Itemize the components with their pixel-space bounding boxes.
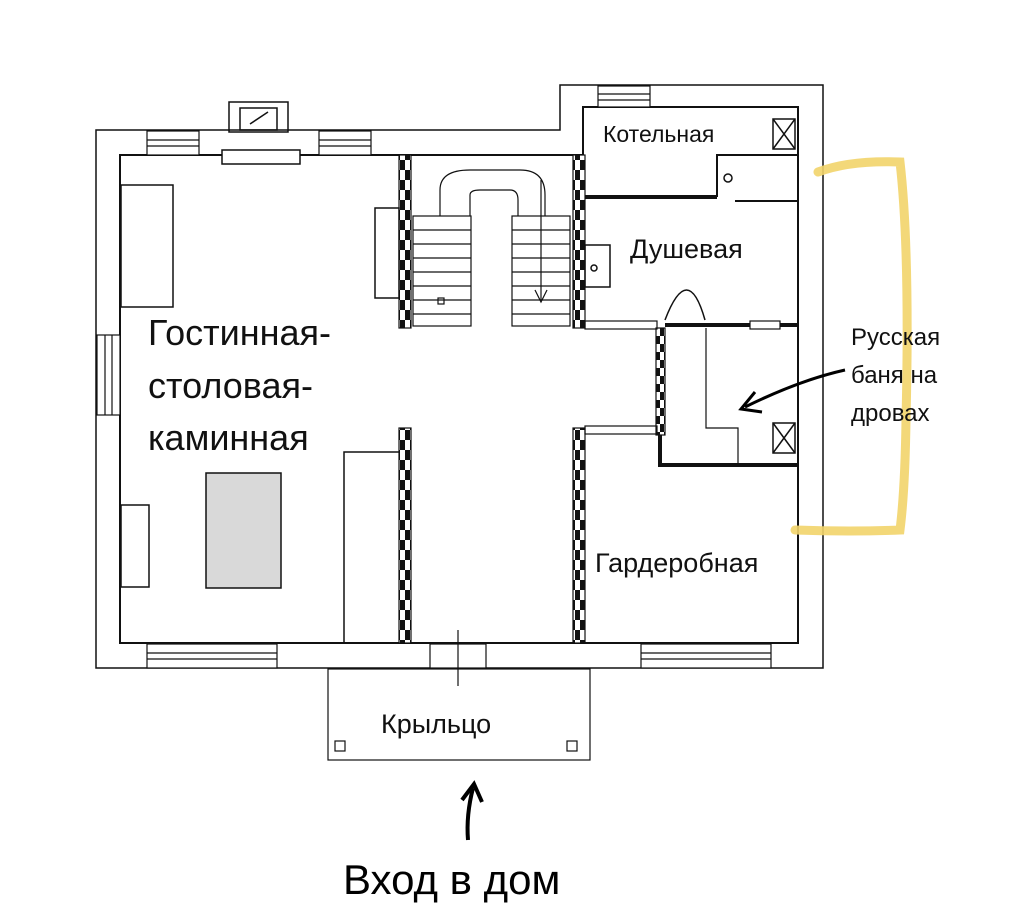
- window-left: [96, 334, 121, 416]
- living-furniture: [120, 184, 400, 643]
- sauna-note-line-1: Русская: [851, 324, 940, 351]
- staircase: [412, 169, 571, 327]
- sauna-arrow: [738, 368, 846, 414]
- sauna-highlight: [790, 157, 912, 536]
- interior-walls: [398, 154, 666, 644]
- boiler-room-label: Котельная: [603, 121, 714, 147]
- boiler-fixtures: [723, 118, 796, 183]
- front-door: [429, 630, 487, 686]
- shower-room-label: Душевая: [630, 234, 743, 264]
- sauna-note-line-2: баня на: [851, 362, 938, 389]
- window-top-1: [146, 130, 200, 156]
- living-room-label-line-2: столовая-: [148, 365, 313, 406]
- entrance-arrow: [460, 780, 484, 841]
- wardrobe-label: Гардеробная: [595, 548, 758, 578]
- living-room-label-line-3: каминная: [148, 417, 309, 458]
- window-bottom-2: [640, 643, 772, 669]
- entrance-label: Вход в дом: [343, 856, 560, 903]
- partitions: [584, 154, 798, 467]
- living-room-label-line-1: Гостинная-: [148, 312, 331, 353]
- porch-label: Крыльцо: [381, 709, 491, 739]
- windows: [96, 85, 772, 686]
- sauna-note-line-3: дровах: [851, 400, 930, 427]
- window-top-3: [597, 85, 651, 108]
- sauna-stove: [772, 422, 796, 454]
- shower-fixtures: [584, 244, 706, 321]
- porch: [327, 668, 591, 761]
- window-bottom-1: [146, 643, 278, 669]
- window-top-2: [318, 130, 372, 156]
- chimney: [221, 101, 301, 165]
